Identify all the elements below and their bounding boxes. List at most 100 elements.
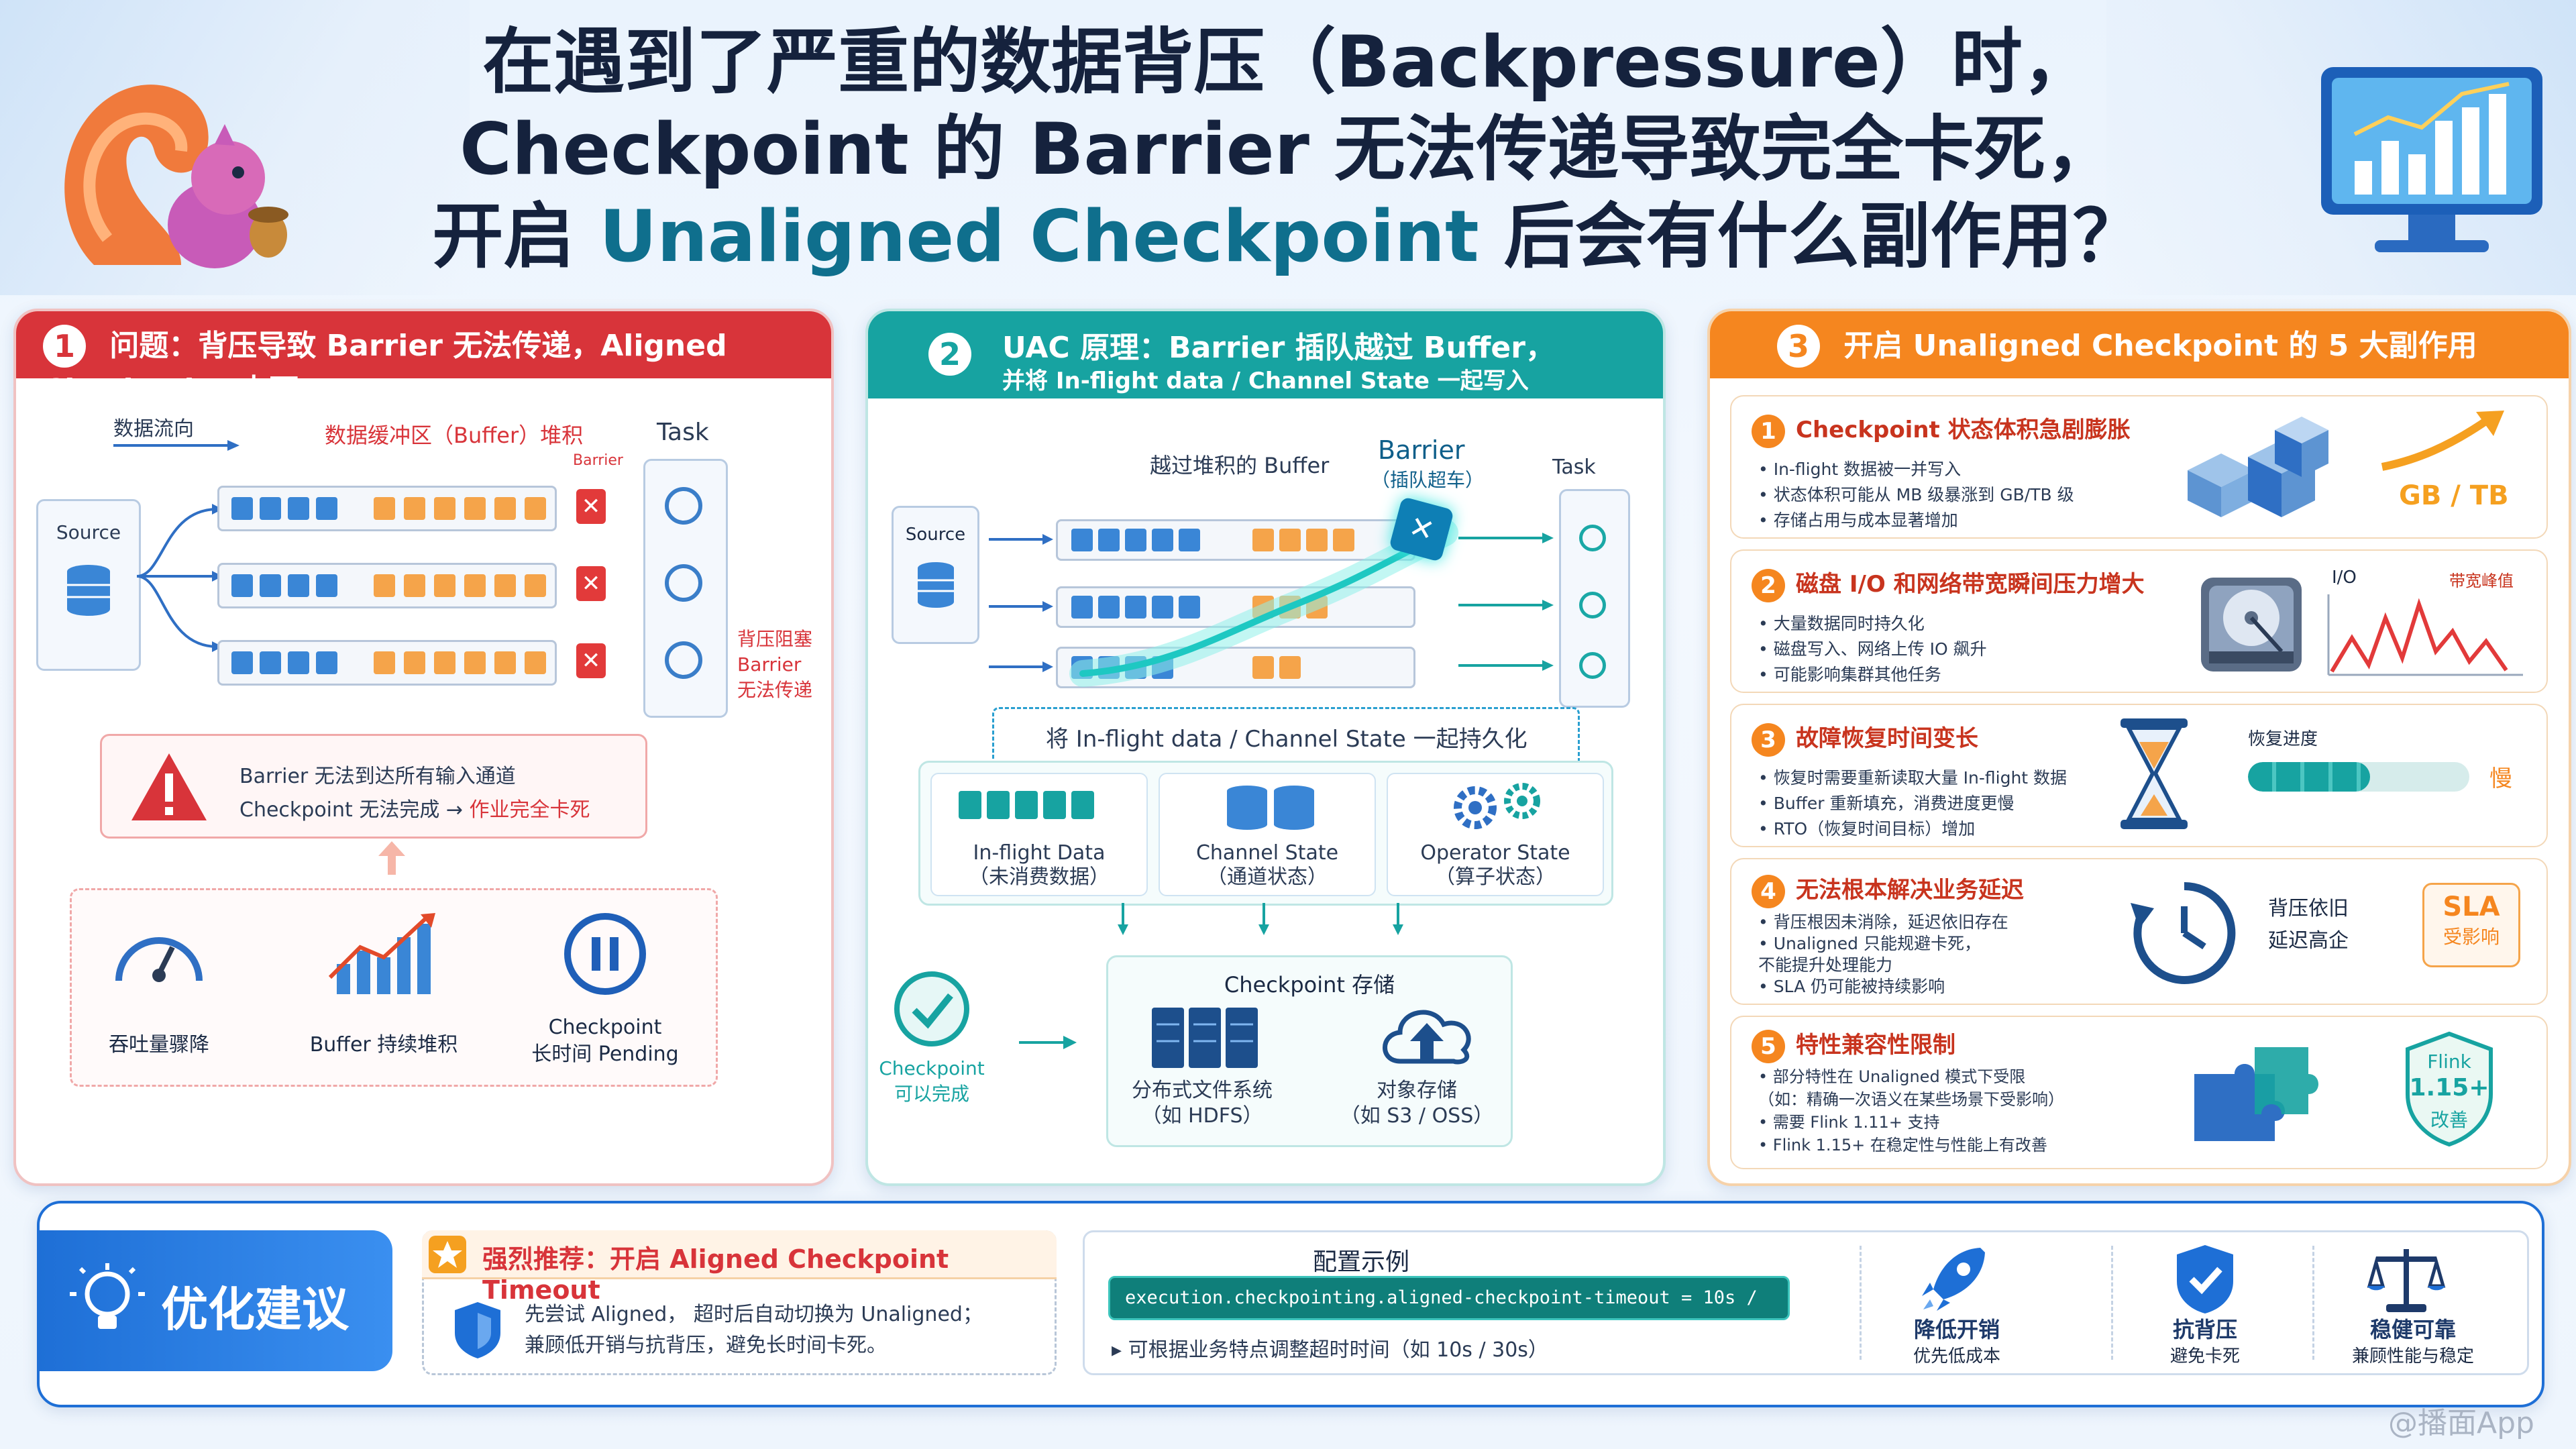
barrier-sub-label: （插队超车） xyxy=(1371,469,1485,491)
inflight-blocks-icon xyxy=(959,791,1099,822)
gears-icon xyxy=(1454,783,1540,829)
panel-principle-title-1: UAC 原理：Barrier 插队越过 Buffer， xyxy=(1002,331,1555,365)
config-box: 配置示例 execution.checkpointing.aligned-che… xyxy=(1083,1230,2529,1375)
latency-label: 背压依旧延迟高企 xyxy=(2268,897,2349,953)
channel-queue-1 xyxy=(217,486,557,531)
warning-icon xyxy=(131,753,207,820)
recommendation-text: 先尝试 Aligned， 超时后自动切换为 Unaligned；兼顾低开销与抗背… xyxy=(525,1303,983,1357)
task-slot-icon-4 xyxy=(1579,525,1606,551)
recovery-progress-label: 恢复进度 xyxy=(2248,729,2318,749)
warning-line-1: Barrier 无法到达所有输入通道 xyxy=(239,765,516,788)
blocked-barrier-icon-2: ✕ xyxy=(576,566,606,601)
barrier-label: Barrier xyxy=(1378,435,1465,465)
storage-title: Checkpoint 存储 xyxy=(1224,972,1395,998)
panel-principle-title-2: 并将 In-flight data / Channel State 一起写入 C… xyxy=(1002,368,1529,422)
squirrel-mascot-icon xyxy=(64,85,288,268)
panel-problem: 1 问题：背压导致 Barrier 无法传递，Aligned Checkpoin… xyxy=(13,309,834,1186)
growth-arrow-icon xyxy=(2381,411,2504,471)
barrier-small-label: Barrier xyxy=(573,452,623,469)
config-title: 配置示例 xyxy=(1313,1248,1410,1276)
storage-box: Checkpoint 存储 分布式文件系统（如 HDFS） 对象存储（如 S3 … xyxy=(1106,955,1513,1147)
cloud-upload-icon xyxy=(1383,1010,1471,1065)
side-effect-bullets-5: • 部分特性在 Unaligned 模式下受限 （如：精确一次语义在某些场景下受… xyxy=(1758,1067,2064,1155)
star-icon xyxy=(429,1236,466,1273)
task-arrows xyxy=(1458,533,1554,671)
pause-icon xyxy=(564,913,646,995)
storage-oss-label: 对象存储（如 S3 / OSS） xyxy=(1340,1079,1494,1128)
flow-direction-label: 数据流向 xyxy=(113,417,194,441)
task-slot-icon-1 xyxy=(665,487,702,525)
state-card-channel: Channel State（通道状态） xyxy=(1159,773,1376,896)
skip-buffer-label: 越过堆积的 Buffer xyxy=(1150,453,1330,478)
state-box: In-flight Data（未消费数据） Channel State（通道状态… xyxy=(918,761,1613,906)
divider-3 xyxy=(2312,1246,2316,1360)
bandwidth-peak-label: 带宽峰值 xyxy=(2449,572,2514,590)
panel-problem-header: 1 问题：背压导致 Barrier 无法传递，Aligned Checkpoin… xyxy=(16,311,831,407)
monitor-dashboard-icon xyxy=(2321,67,2542,252)
recommendation-box: 强烈推荐：开启 Aligned Checkpoint Timeout 先尝试 A… xyxy=(422,1230,1057,1375)
clock-latency-icon xyxy=(2131,881,2236,984)
channel-db-icon xyxy=(1227,786,1314,830)
recovery-progress-bar xyxy=(2248,762,2469,792)
config-note: ▸ 可根据业务特点调整超时时间（如 10s / 30s） xyxy=(1112,1338,1548,1362)
watermark: @播面App xyxy=(2388,1406,2534,1440)
optimization-label-box: 优化建议 xyxy=(40,1230,392,1371)
source-label: Source xyxy=(56,521,121,543)
panel-side-effects-title: 开启 Unaligned Checkpoint 的 5 大副作用 xyxy=(1843,329,2477,363)
slow-label: 慢 xyxy=(2489,765,2512,792)
channel-queue-3 xyxy=(217,640,557,686)
title-line-1: 在遇到了严重的数据背压（Backpressure）时， xyxy=(482,21,2094,103)
down-arrows xyxy=(1118,903,1403,935)
puzzle-icon xyxy=(2194,1047,2318,1141)
recommendation-title: 强烈推荐：开启 Aligned Checkpoint Timeout xyxy=(482,1244,949,1305)
divider-2 xyxy=(2111,1246,2114,1360)
config-code-box: execution.checkpointing.aligned-checkpoi… xyxy=(1108,1276,1790,1348)
uac-queue-1 xyxy=(1056,519,1415,561)
effect-label-1: 吞吐量骤降 xyxy=(109,1033,209,1057)
up-arrow-icon xyxy=(378,841,405,875)
task-slot-icon-6 xyxy=(1579,652,1606,679)
database-icon xyxy=(67,565,110,616)
server-rack-icon xyxy=(1152,1008,1258,1068)
task-slot-icon-5 xyxy=(1579,592,1606,619)
panel-problem-number: 1 xyxy=(43,325,86,368)
state-card-inflight: In-flight Data（未消费数据） xyxy=(930,773,1148,896)
storage-blocks-icon xyxy=(2188,417,2328,517)
side-effect-bullets-2: • 大量数据同时持久化• 磁盘写入、网络上传 IO 飙升• 可能影响集群其他任务 xyxy=(1758,614,1987,684)
title-line-2: Checkpoint 的 Barrier 无法传递导致完全卡死， xyxy=(460,108,2116,191)
task-label: Task xyxy=(657,419,709,446)
database-icon-2 xyxy=(917,562,954,608)
panel-problem-title: 问题：背压导致 Barrier 无法传递，Aligned Checkpoint … xyxy=(43,329,727,407)
state-card-operator: Operator State（算子状态） xyxy=(1387,773,1604,896)
panel-principle-header: 2 UAC 原理：Barrier 插队越过 Buffer， 并将 In-flig… xyxy=(868,311,1663,422)
source-arrows xyxy=(989,534,1053,672)
persist-bracket xyxy=(992,707,1580,776)
sla-badge: SLA 受影响 xyxy=(2422,883,2520,967)
io-label: I/O xyxy=(2332,568,2357,588)
flow-arrow-icon xyxy=(113,440,239,451)
check-circle-icon xyxy=(894,971,969,1046)
source-node-2: Source xyxy=(892,506,979,644)
panel-side-effects-header: 3 开启 Unaligned Checkpoint 的 5 大副作用 xyxy=(1710,311,2569,378)
title-line-3: 开启 Unaligned Checkpoint 后会有什么副作用？ xyxy=(432,195,2144,278)
task-slot-icon-2 xyxy=(665,564,702,602)
persist-label: 将 In-flight data / Channel State 一起持久化 xyxy=(1039,720,1534,753)
config-code: execution.checkpointing.aligned-checkpoi… xyxy=(1125,1287,1758,1348)
optimization-title: 优化建议 xyxy=(161,1282,349,1337)
barrier-jump-path xyxy=(1069,519,1458,687)
storage-hdfs-label: 分布式文件系统（如 HDFS） xyxy=(1132,1079,1273,1128)
volume-badge: GB / TB xyxy=(2399,480,2509,511)
done-arrow-icon xyxy=(1019,1036,1077,1049)
recommendation-title-bar: 强烈推荐：开启 Aligned Checkpoint Timeout xyxy=(422,1230,1057,1305)
